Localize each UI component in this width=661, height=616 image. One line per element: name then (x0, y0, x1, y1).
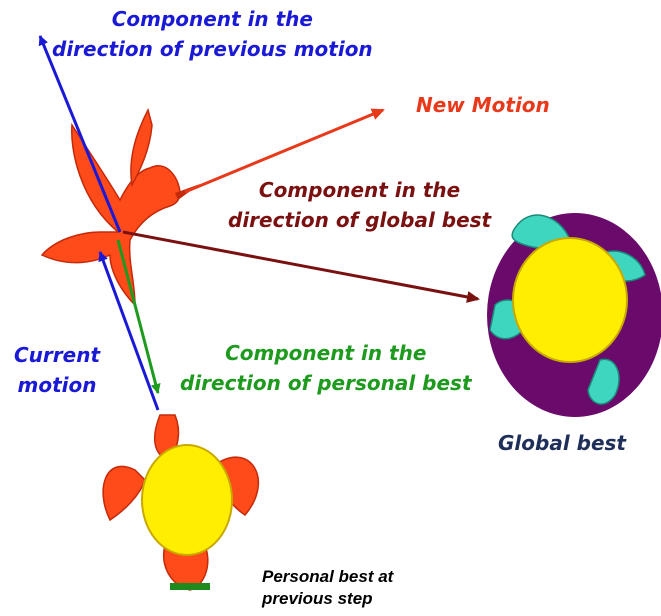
label-personal-component: Component in the direction of personal b… (180, 338, 472, 398)
label-current-motion: Current motion (14, 340, 100, 400)
label-global-best: Global best (498, 428, 626, 458)
label-new-motion-text: New Motion (416, 90, 550, 120)
personal-bird-left-wing (103, 466, 145, 520)
label-personal-best: Personal best at previous step (262, 566, 393, 610)
current-bird (42, 110, 200, 305)
label-personal-best-line1: Personal best at (262, 566, 393, 588)
label-new-motion: New Motion (416, 90, 550, 120)
label-global-best-text: Global best (498, 428, 626, 458)
previous-motion-arrow (40, 36, 120, 232)
personal-best-bird (103, 415, 258, 590)
label-global-component-line1: Component in the (228, 175, 491, 205)
label-previous-motion: Component in the direction of previous m… (52, 4, 373, 64)
label-personal-component-line1: Component in the (180, 338, 472, 368)
label-current-motion-line1: Current (14, 340, 100, 370)
label-global-component-line2: direction of global best (228, 205, 491, 235)
label-previous-motion-line1: Component in the (52, 4, 373, 34)
global-best-component-arrow (123, 232, 478, 299)
label-personal-best-line2: previous step (262, 588, 393, 610)
global-best-sun (513, 238, 627, 362)
global-best-emblem (487, 213, 661, 417)
label-personal-component-line2: direction of personal best (180, 368, 472, 398)
label-previous-motion-line2: direction of previous motion (52, 34, 373, 64)
personal-best-ground (170, 583, 210, 590)
label-current-motion-line2: motion (14, 370, 100, 400)
label-global-component: Component in the direction of global bes… (228, 175, 491, 235)
personal-best-sun (142, 445, 232, 555)
